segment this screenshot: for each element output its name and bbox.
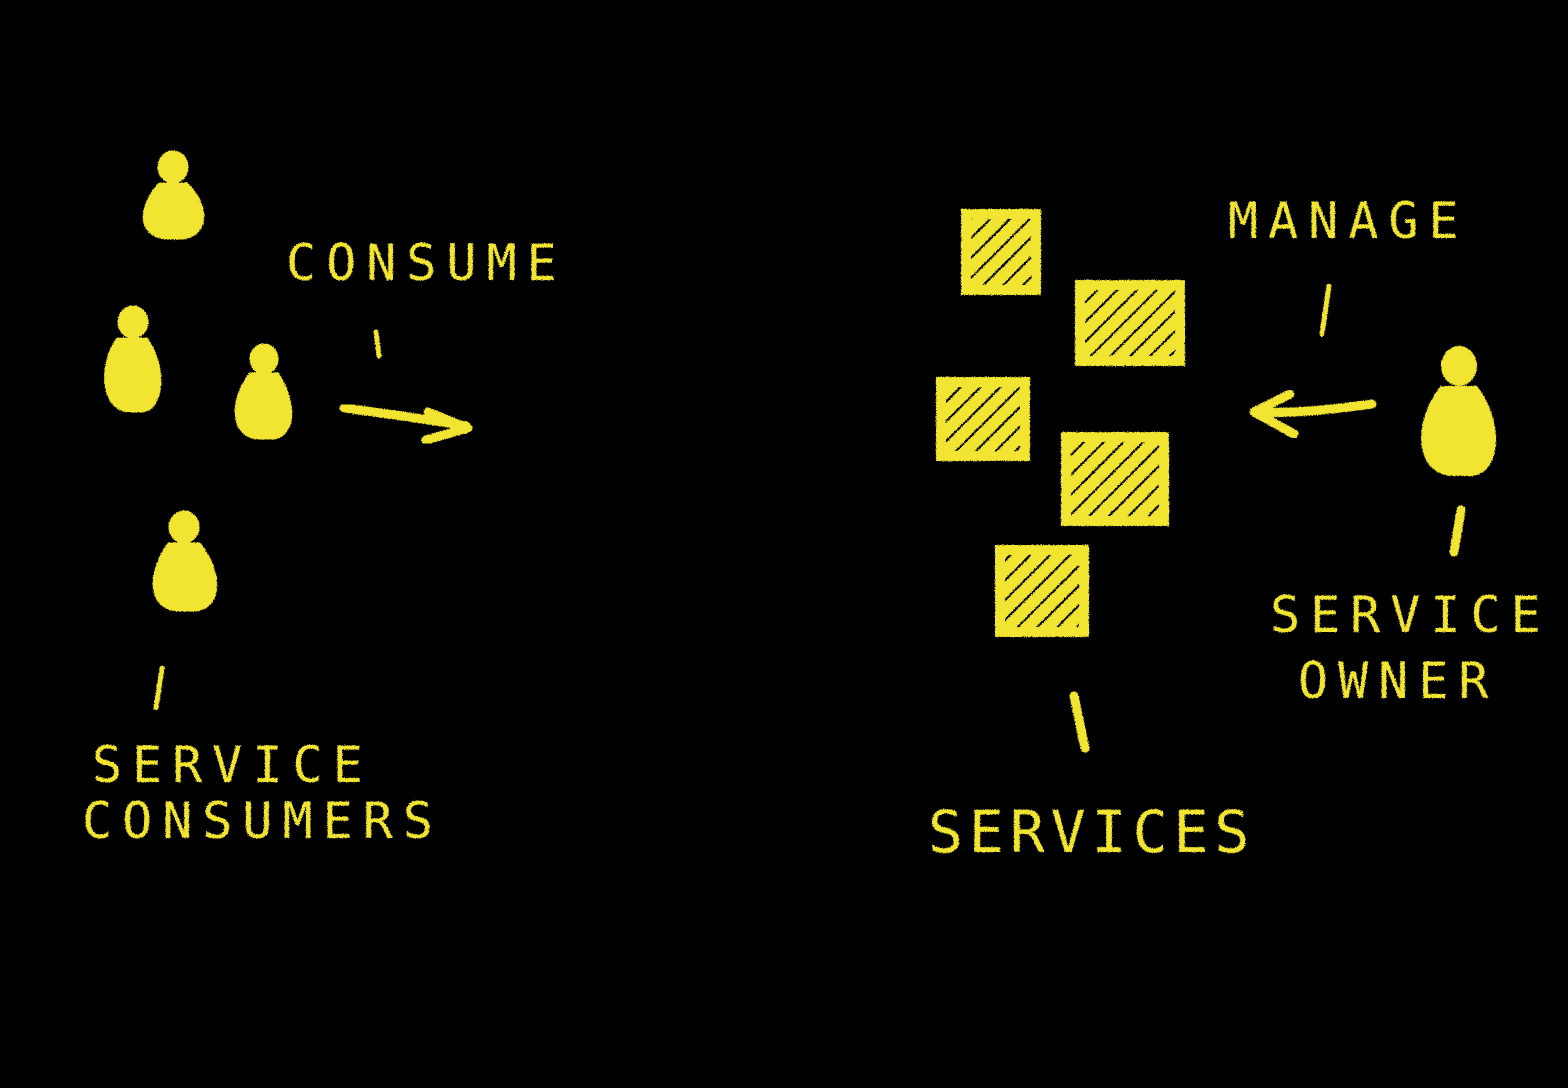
arrow-left-icon [1249,389,1377,439]
label-pointer-lines [153,283,1466,753]
service-owner-label-line2: OWNER [1298,652,1499,710]
person-icon [104,305,162,413]
services-label: SERVICES [928,798,1255,866]
person-icon [234,343,293,440]
person-icon [152,510,218,612]
services-group [936,209,1185,637]
service-box-icon [1061,432,1169,526]
service-box-icon [936,377,1030,461]
service-owner-label-line1: SERVICE [1270,586,1551,644]
arrow-right-icon [339,403,473,445]
service-consumers-label-line1: SERVICE [92,736,373,794]
service-consumers-group [104,150,293,612]
service-consumers-label-line2: CONSUMERS [82,792,443,850]
service-box-icon [961,209,1041,295]
person-icon [1421,346,1496,476]
person-icon [142,150,205,240]
consume-label: CONSUME [286,234,567,292]
manage-label: MANAGE [1228,192,1469,250]
service-box-icon [1075,280,1185,366]
service-box-icon [995,545,1089,637]
